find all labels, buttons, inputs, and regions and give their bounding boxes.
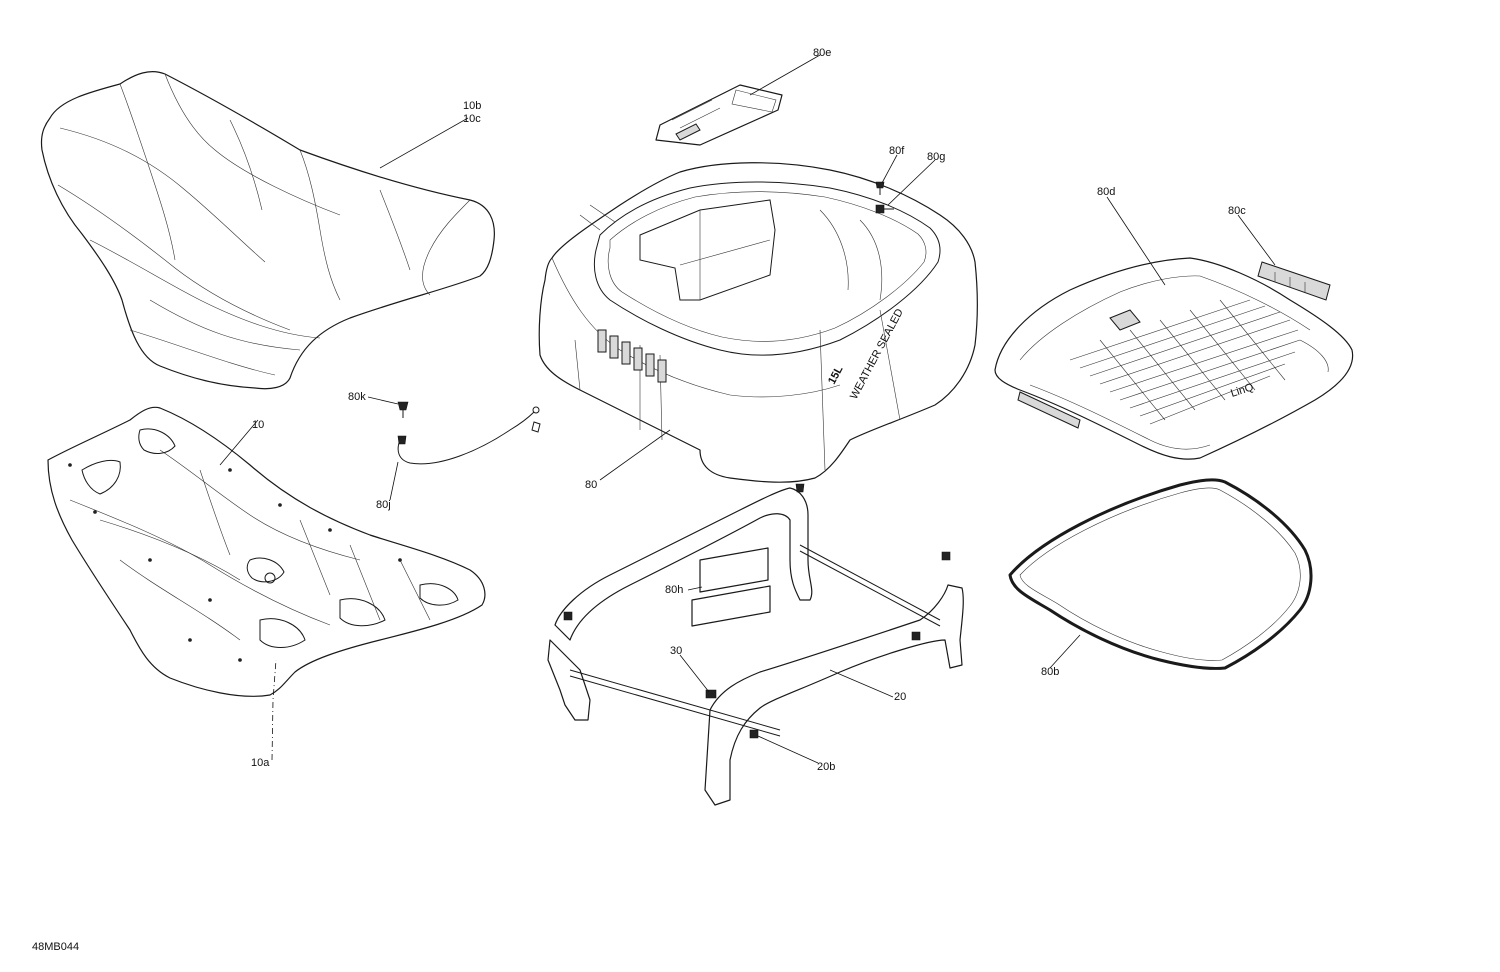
- latch-row: [597, 329, 667, 383]
- storage-box: 15L WEATHER SEALED: [538, 162, 978, 483]
- screw-80f: [875, 181, 885, 195]
- label-80d: 80d: [1097, 186, 1115, 198]
- label-10a: 10a: [251, 757, 270, 769]
- diagram-id: 48MB044: [32, 941, 79, 953]
- storage-lid: LinQ: [994, 257, 1354, 460]
- hinge-80c: [1257, 261, 1331, 301]
- clip-80k: [397, 401, 409, 445]
- label-20: 20: [894, 691, 906, 703]
- label-80e: 80e: [813, 47, 831, 59]
- leader-lines: [219, 54, 1276, 764]
- frame-bolts: [563, 483, 951, 739]
- label-80k: 80k: [348, 391, 366, 403]
- label-10c: 10c: [463, 113, 481, 125]
- frame-20: [547, 483, 964, 806]
- label-10b: 10b: [463, 100, 481, 112]
- callout-labels: 10b 10c 10 10a 80k 80j 80 80e 80f 80g 80…: [251, 47, 1246, 773]
- lid-grid: [1069, 299, 1301, 425]
- label-80: 80: [585, 479, 597, 491]
- seat-cushion: [40, 71, 495, 390]
- cover-plate-80e: [655, 84, 783, 146]
- label-80c: 80c: [1228, 205, 1246, 217]
- label-80f: 80f: [889, 145, 905, 157]
- label-80b: 80b: [1041, 666, 1059, 678]
- seat-base: [47, 406, 486, 697]
- label-10: 10: [252, 419, 264, 431]
- label-80h: 80h: [665, 584, 683, 596]
- label-80j: 80j: [376, 499, 391, 511]
- tether-cable: [397, 406, 541, 465]
- label-30: 30: [670, 645, 682, 657]
- screw-80g: [875, 204, 894, 214]
- label-80g: 80g: [927, 151, 945, 163]
- gasket-80b: [1008, 478, 1313, 670]
- label-20b: 20b: [817, 761, 835, 773]
